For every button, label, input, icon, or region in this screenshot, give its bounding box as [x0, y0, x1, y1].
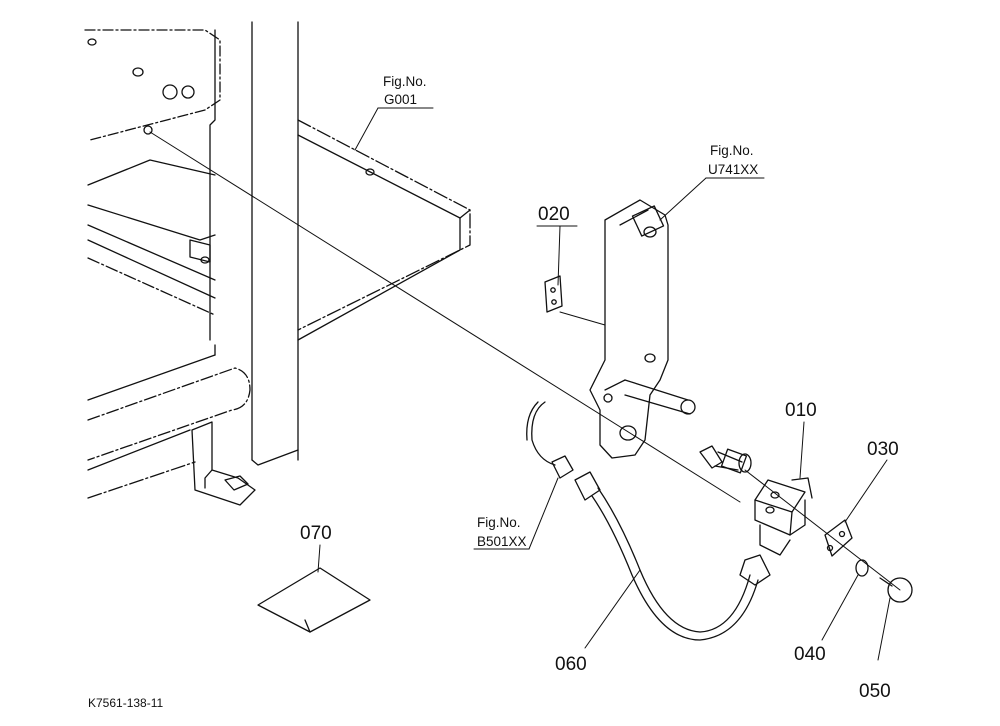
fig-ref-label-u741xx: Fig.No.	[710, 143, 754, 158]
fig-ref-code-g001: G001	[384, 92, 417, 107]
part-number-020: 020	[538, 204, 570, 225]
part-number-050: 050	[859, 681, 891, 702]
assembly-line	[149, 131, 741, 503]
part-010-switch	[739, 477, 813, 586]
fig-ref-code-b501xx: B501XX	[477, 534, 527, 549]
fig-ref-label-g001: Fig.No.	[383, 74, 427, 89]
part-030-plate	[824, 519, 853, 557]
bracket-u741xx	[589, 199, 696, 459]
part-050-screw	[879, 577, 913, 603]
part-number-010: 010	[785, 400, 817, 421]
part-020-plate	[544, 275, 606, 361]
part-070-sheet	[257, 567, 371, 633]
axis-line	[744, 469, 901, 591]
fig-ref-code-u741xx: U741XX	[708, 162, 758, 177]
machine-frame	[84, 21, 471, 506]
part-number-060: 060	[555, 654, 587, 675]
bolt	[699, 445, 752, 474]
part-040-washer	[855, 559, 869, 577]
fig-ref-label-b501xx: Fig.No.	[477, 515, 521, 530]
part-number-030: 030	[867, 439, 899, 460]
drawing-id: K7561-138-11	[88, 696, 163, 710]
labels: Fig.No. G001 Fig.No. U741XX Fig.No. B501…	[88, 74, 899, 710]
part-060-harness	[526, 401, 759, 641]
part-number-040: 040	[794, 644, 826, 665]
leader-lines	[317, 107, 891, 661]
part-number-070: 070	[300, 523, 332, 544]
